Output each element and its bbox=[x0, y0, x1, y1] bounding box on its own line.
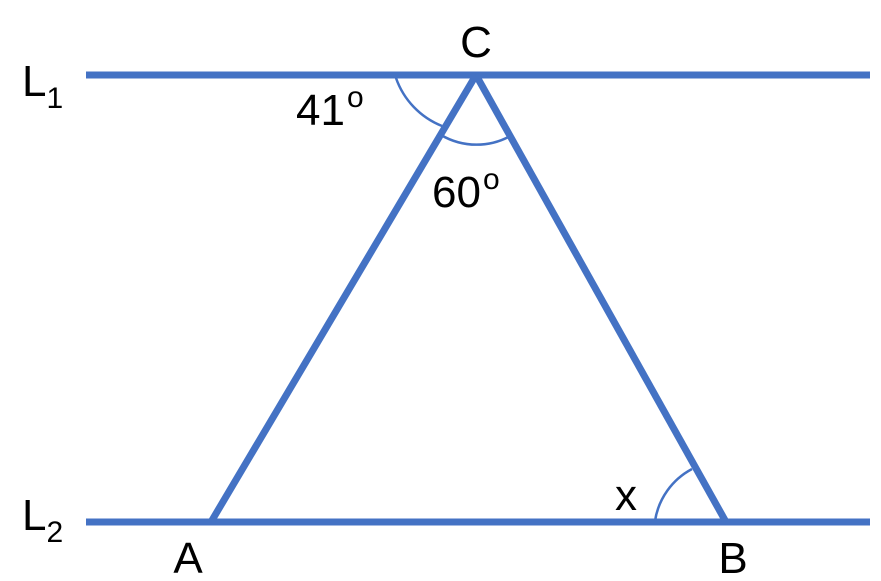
angle-label-60: 60o bbox=[432, 163, 500, 217]
side-ca bbox=[207, 73, 480, 524]
label-l2: L2 bbox=[22, 491, 63, 549]
vertex-label-a: A bbox=[173, 534, 203, 581]
angle-label-x: x bbox=[615, 471, 637, 520]
vertex-label-c: C bbox=[460, 18, 492, 67]
vertex-label-b: B bbox=[718, 534, 747, 581]
label-l1: L1 bbox=[22, 57, 63, 115]
side-cb bbox=[472, 73, 730, 524]
angle-arc-x bbox=[653, 467, 693, 522]
angle-arc-60 bbox=[440, 133, 513, 146]
angle-arc-41 bbox=[394, 77, 443, 128]
angle-label-41: 41o bbox=[296, 81, 364, 135]
